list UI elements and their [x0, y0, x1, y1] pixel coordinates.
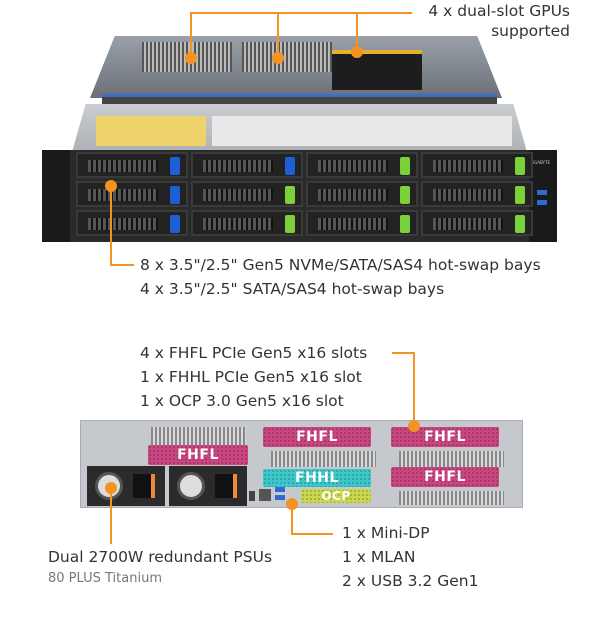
- drive-bay[interactable]: [421, 181, 533, 207]
- bay-latch[interactable]: [170, 157, 180, 175]
- bay-vent: [88, 160, 158, 172]
- psu-callout: Dual 2700W redundant PSUs: [48, 548, 273, 566]
- fhfl-card: FHFL: [391, 467, 499, 487]
- service-label: [212, 116, 512, 146]
- rear-server-image: FHFL FHFL FHHL OCP FHFL FHFL: [80, 420, 523, 508]
- usb-port[interactable]: [275, 487, 285, 492]
- bay-vent: [318, 160, 388, 172]
- usb-port[interactable]: [275, 495, 285, 500]
- gpu-slot-marker: [351, 46, 363, 58]
- brand-label: GIGABYTE: [530, 160, 551, 165]
- bay-latch[interactable]: [400, 186, 410, 204]
- right-ear: GIGABYTE: [529, 150, 557, 242]
- left-ear: [42, 150, 70, 242]
- io-callout-line: 1 x Mini-DP: [342, 524, 430, 542]
- drive-bays-callout-line: 8 x 3.5"/2.5" Gen5 NVMe/SATA/SAS4 hot-sw…: [140, 256, 541, 274]
- io-callout-line: 1 x MLAN: [342, 548, 416, 566]
- drive-bay[interactable]: [306, 181, 418, 207]
- io-ports-callout: 1 x Mini-DP 1 x MLAN 2 x USB 3.2 Gen1: [342, 521, 478, 593]
- power-inlet: [215, 474, 237, 498]
- bay-latch[interactable]: [515, 215, 525, 233]
- bay-latch[interactable]: [400, 215, 410, 233]
- gpu-slot-marker: [272, 52, 284, 64]
- bay-latch[interactable]: [170, 186, 180, 204]
- mlan-port[interactable]: [259, 489, 271, 501]
- chassis-top-cover: [72, 104, 527, 152]
- drive-bay[interactable]: [76, 152, 188, 178]
- drive-bay[interactable]: [421, 152, 533, 178]
- drive-bay[interactable]: [76, 181, 188, 207]
- bay-vent: [433, 160, 503, 172]
- mini-dp-port[interactable]: [249, 491, 255, 501]
- front-server-image: GIGABYTE: [42, 36, 557, 242]
- bay-vent: [318, 218, 388, 230]
- usb-port[interactable]: [537, 200, 547, 205]
- psu-fan-icon: [177, 472, 205, 500]
- drive-bay[interactable]: [191, 181, 303, 207]
- drive-bay[interactable]: [306, 152, 418, 178]
- bay-latch[interactable]: [285, 157, 295, 175]
- gpu-slot-marker: [185, 52, 197, 64]
- bay-latch[interactable]: [400, 157, 410, 175]
- pcie-slots-callout: 4 x FHFL PCIe Gen5 x16 slots 1 x FHHL PC…: [140, 341, 367, 413]
- drive-bay[interactable]: [191, 152, 303, 178]
- pcie-slot-marker: [408, 420, 420, 432]
- drive-bay[interactable]: [191, 210, 303, 236]
- bay-latch[interactable]: [285, 215, 295, 233]
- fhfl-card: FHFL: [391, 427, 499, 447]
- fhfl-card: FHFL: [148, 445, 248, 465]
- fan-row: [102, 94, 497, 104]
- gpu-callout-line: supported: [491, 22, 570, 40]
- drive-bays-callout: 8 x 3.5"/2.5" Gen5 NVMe/SATA/SAS4 hot-sw…: [140, 253, 541, 301]
- cables: [332, 50, 422, 90]
- io-callout-line: 2 x USB 3.2 Gen1: [342, 572, 479, 590]
- gpu-callout-line: 4 x dual-slot GPUs: [428, 2, 570, 20]
- pcie-callout-line: 4 x FHFL PCIe Gen5 x16 slots: [140, 344, 368, 362]
- bay-latch[interactable]: [515, 186, 525, 204]
- drive-bay[interactable]: [306, 210, 418, 236]
- drive-bay[interactable]: [76, 210, 188, 236]
- fhfl-card: FHFL: [263, 427, 371, 447]
- pcie-callout-line: 1 x FHHL PCIe Gen5 x16 slot: [140, 368, 362, 386]
- bay-vent: [318, 189, 388, 201]
- bay-latch[interactable]: [170, 215, 180, 233]
- ocp-card: OCP: [301, 489, 371, 503]
- bay-vent: [433, 218, 503, 230]
- power-inlet: [133, 474, 155, 498]
- bay-vent: [433, 189, 503, 201]
- bay-vent: [88, 189, 158, 201]
- psu-1: [87, 466, 165, 506]
- psu-efficiency: 80 PLUS Titanium: [48, 571, 162, 586]
- drive-bays-callout-line: 4 x 3.5"/2.5" SATA/SAS4 hot-swap bays: [140, 280, 445, 298]
- bay-latch[interactable]: [515, 157, 525, 175]
- bay-latch[interactable]: [285, 186, 295, 204]
- drive-bay[interactable]: [421, 210, 533, 236]
- bay-vent: [88, 218, 158, 230]
- bay-vent: [203, 189, 273, 201]
- pcie-callout-line: 1 x OCP 3.0 Gen5 x16 slot: [140, 392, 344, 410]
- psu-2: [169, 466, 247, 506]
- bay-vent: [203, 218, 273, 230]
- bay-vent: [203, 160, 273, 172]
- usb-port[interactable]: [537, 190, 547, 195]
- fhhl-card: FHHL: [263, 469, 371, 487]
- warning-label: [96, 116, 206, 146]
- gpu-callout: 4 x dual-slot GPUs supported: [428, 0, 570, 43]
- gpu-bay-mesh: [242, 42, 332, 72]
